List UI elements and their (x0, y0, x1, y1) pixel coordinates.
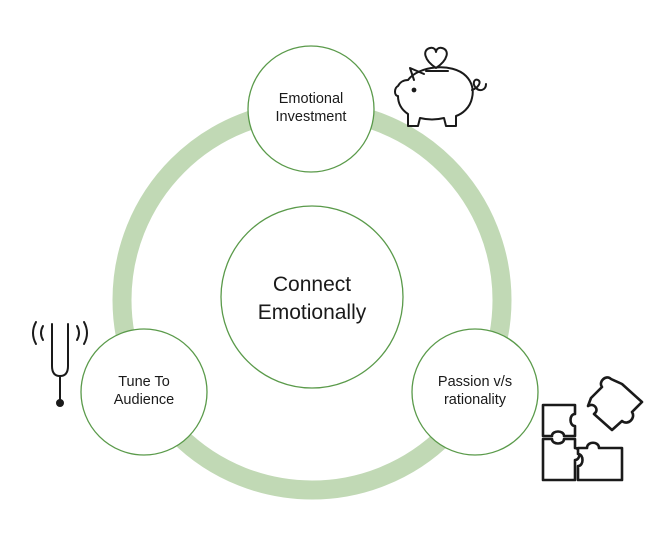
node-tune-to-audience: Tune To Audience (80, 328, 208, 456)
node-passion-rationality: Passion v/s rationality (411, 328, 539, 456)
center-label-line1: Connect (273, 273, 351, 296)
node-label-line2: rationality (444, 392, 507, 408)
piggy-bank-icon (394, 46, 487, 127)
node-label-line2: Audience (114, 392, 174, 408)
node-emotional-investment: Emotional Investment (247, 45, 375, 173)
center-circle (220, 205, 404, 389)
tuning-fork-icon (32, 321, 88, 407)
node-label-line1: Tune To (118, 374, 170, 390)
center-label-line2: Emotionally (258, 301, 367, 324)
node-circle (247, 45, 375, 173)
node-label-line1: Emotional (279, 91, 343, 107)
node-circle (411, 328, 539, 456)
puzzle-pieces-icon (541, 376, 644, 482)
node-label-line1: Passion v/s (438, 374, 512, 390)
node-circle (80, 328, 208, 456)
node-label-line2: Investment (276, 109, 347, 125)
center-node: Connect Emotionally (220, 205, 404, 389)
